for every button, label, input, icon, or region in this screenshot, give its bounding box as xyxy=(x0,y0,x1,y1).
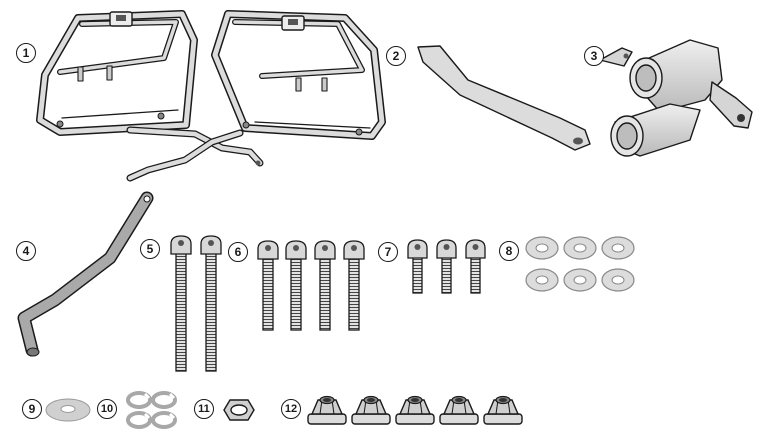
flat-washers xyxy=(525,236,635,292)
long-bolts xyxy=(170,235,222,372)
flat-bracket xyxy=(417,45,591,151)
tube-clamp xyxy=(599,39,753,157)
lock-washers xyxy=(126,391,177,429)
callout-5: 5 xyxy=(140,239,160,259)
short-bolts xyxy=(407,239,486,294)
frame-support-bars xyxy=(126,126,264,182)
callout-8: 8 xyxy=(499,241,519,261)
large-washer xyxy=(45,398,91,422)
curved-rod xyxy=(17,191,154,357)
callout-6: 6 xyxy=(228,242,248,262)
right-side-frame xyxy=(211,10,386,140)
left-side-frame xyxy=(36,10,198,136)
callout-11: 11 xyxy=(194,399,214,419)
medium-bolts xyxy=(257,240,365,331)
hex-nut xyxy=(223,399,255,421)
callout-1: 1 xyxy=(16,43,36,63)
callout-7: 7 xyxy=(378,242,398,262)
callout-4: 4 xyxy=(16,241,36,261)
callout-12: 12 xyxy=(281,399,301,419)
callout-9: 9 xyxy=(22,399,42,419)
callout-10: 10 xyxy=(97,399,117,419)
flange-nuts xyxy=(307,395,523,425)
callout-2: 2 xyxy=(386,46,406,66)
callout-3: 3 xyxy=(584,46,604,66)
